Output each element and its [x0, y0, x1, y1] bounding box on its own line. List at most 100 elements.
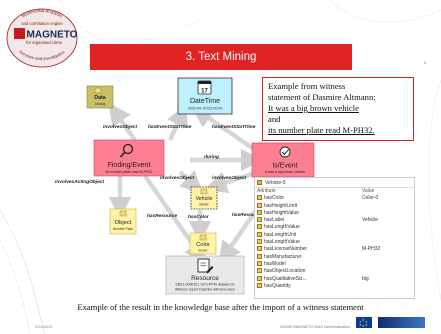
edge-label-has-color: hasColor [188, 214, 210, 220]
attribute-icon [257, 253, 262, 259]
node-resource-title: Resource [191, 275, 219, 282]
edge-label-involves-object: involvesObject [103, 124, 138, 130]
vehicle-node-icon [200, 188, 208, 195]
edge-label-has-resource: hasResource [147, 213, 177, 219]
attribute-value: big [361, 275, 369, 282]
table-row[interactable]: hasQualitativeSiz... big [255, 275, 414, 283]
witness-line-1: Example from witness [268, 81, 346, 91]
node-vehicle-subtitle: vehicle [199, 203, 209, 207]
node-color[interactable]: Color brown [189, 232, 217, 255]
data-node-icon [94, 87, 102, 94]
node-datetime-title: DateTime [190, 98, 220, 105]
table-row[interactable]: hasLengthValue [255, 224, 414, 231]
attribute-name: hasQualitativeSiz... [264, 275, 307, 282]
node-object[interactable]: Object Number Plate [109, 208, 137, 235]
edge-finding-vehicle [178, 170, 204, 194]
node-is-event[interactable]: Is/Event It was a big brown vehicle [251, 142, 315, 178]
table-row[interactable]: hasHeightLimit [255, 202, 414, 210]
table-row[interactable]: hasLengthUnit [255, 231, 414, 239]
attribute-icon [257, 209, 262, 215]
edge-label-has-event-start-time-2: hasEventStartTime [212, 124, 256, 130]
node-datetime[interactable]: 17 DateTime 2020-04-10T22:00:00 [177, 77, 233, 115]
node-resource[interactable]: Resource EB51-000010 | GFS-PPM dataset 0… [165, 255, 245, 295]
attribute-icon [257, 275, 262, 281]
attribute-value [360, 210, 414, 217]
attribute-icon [257, 239, 262, 245]
witness-line-2: statement of Dasmire Altmann: [268, 92, 376, 102]
node-data[interactable]: Data Analog [86, 85, 114, 109]
node-isevent-subtitle: It was a big brown vehicle [265, 170, 305, 174]
attribute-name: hasQuantity [264, 282, 291, 289]
edge-label-has-event-start-time: hasEventStartTime [148, 124, 192, 130]
attribute-value [360, 224, 414, 231]
witness-line-5: its number plate read M-PH32. [268, 125, 375, 135]
attribute-name: hasModel [264, 260, 286, 267]
node-vehicle[interactable]: Vehicle vehicle [190, 186, 218, 210]
node-finding-event[interactable]: Finding/Event Its number plate read M-PH… [93, 139, 165, 177]
edge-label-involves-object-2: involvesObject [160, 175, 195, 181]
attribute-name: hasLengthValue [264, 224, 300, 231]
vehicle-class-icon [257, 180, 262, 185]
attribute-name: hasManufacturer [264, 253, 302, 260]
eu-flag-logo: ★★★ ★★★ [356, 317, 372, 328]
logo-tagline: for organised crime [26, 40, 63, 45]
slide-caption: Example of the result in the knowledge b… [77, 302, 364, 312]
attribute-icon [257, 195, 262, 201]
table-row[interactable]: hasQuantity [255, 282, 414, 290]
edge-isevent-datetime [190, 105, 260, 154]
attribute-name: hasHeightLimit [264, 202, 298, 209]
object-node-icon [119, 210, 127, 217]
edge-label-has-resource-2: hasResource [232, 212, 262, 218]
page-number: 8 [424, 60, 427, 65]
attribute-value [360, 283, 414, 290]
attribute-value [360, 203, 414, 210]
attributes-header-value: Value [361, 188, 375, 194]
footer-text: SSS50 MAGNETO DAS Demonstration [279, 324, 350, 329]
node-color-subtitle: brown [199, 249, 208, 253]
logo-brand: MAGNETO [27, 30, 78, 41]
table-row[interactable]: hasLabel Vehicle [255, 217, 414, 224]
partner-logo [378, 317, 425, 328]
node-object-title: Object [115, 220, 132, 226]
edge-label-during: during [204, 154, 219, 160]
table-row[interactable]: hasModel [255, 260, 414, 268]
attribute-name: hasLicenseNumber [264, 246, 308, 253]
node-resource-line1: EB51-000010 | GFS-PPM dataset 02 [175, 283, 234, 287]
attribute-name: hasObjectLocation [264, 268, 306, 275]
node-datetime-subtitle: 2020-04-10T22:00:00 [188, 107, 223, 111]
slide-title: 3. Text Mining [90, 44, 352, 70]
attribute-name: hasLabel [264, 217, 285, 224]
attribute-icon [257, 224, 262, 230]
node-object-subtitle: Number Plate [113, 227, 133, 231]
edge-label-involves-acting-object: involvesActingObject [55, 179, 104, 185]
attribute-icon [257, 260, 262, 266]
table-row[interactable]: hasObjectLocation [255, 268, 414, 275]
witness-statement-box: Example from witness statement of Dasmir… [262, 77, 414, 141]
table-row[interactable]: hasLengthValue [255, 239, 414, 246]
table-row[interactable]: hasHeightValue [255, 209, 414, 217]
attribute-name: hasLengthUnit [264, 231, 297, 238]
node-finding-title: Finding/Event [108, 162, 151, 169]
footer-date: 3/16/2021 [35, 324, 53, 329]
node-vehicle-title: Vehicle [196, 196, 213, 202]
edge-finding-datetime [167, 103, 188, 141]
attribute-icon [257, 217, 262, 223]
node-data-title: Data [94, 95, 105, 101]
attribute-name: hasLengthValue [264, 239, 300, 246]
attributes-panel-title: Vehicle-0 [265, 179, 286, 186]
node-data-subtitle: Analog [95, 102, 106, 106]
attribute-value: Color-0 [361, 195, 379, 202]
attribute-value: Vehicle [361, 217, 379, 224]
attribute-value [360, 261, 414, 268]
attribute-icon [257, 202, 262, 208]
node-finding-subtitle: Its number plate read M-PH32 [106, 170, 153, 174]
table-row[interactable]: hasManufacturer [255, 253, 414, 261]
attribute-icon [257, 246, 262, 252]
attribute-value [360, 254, 414, 261]
